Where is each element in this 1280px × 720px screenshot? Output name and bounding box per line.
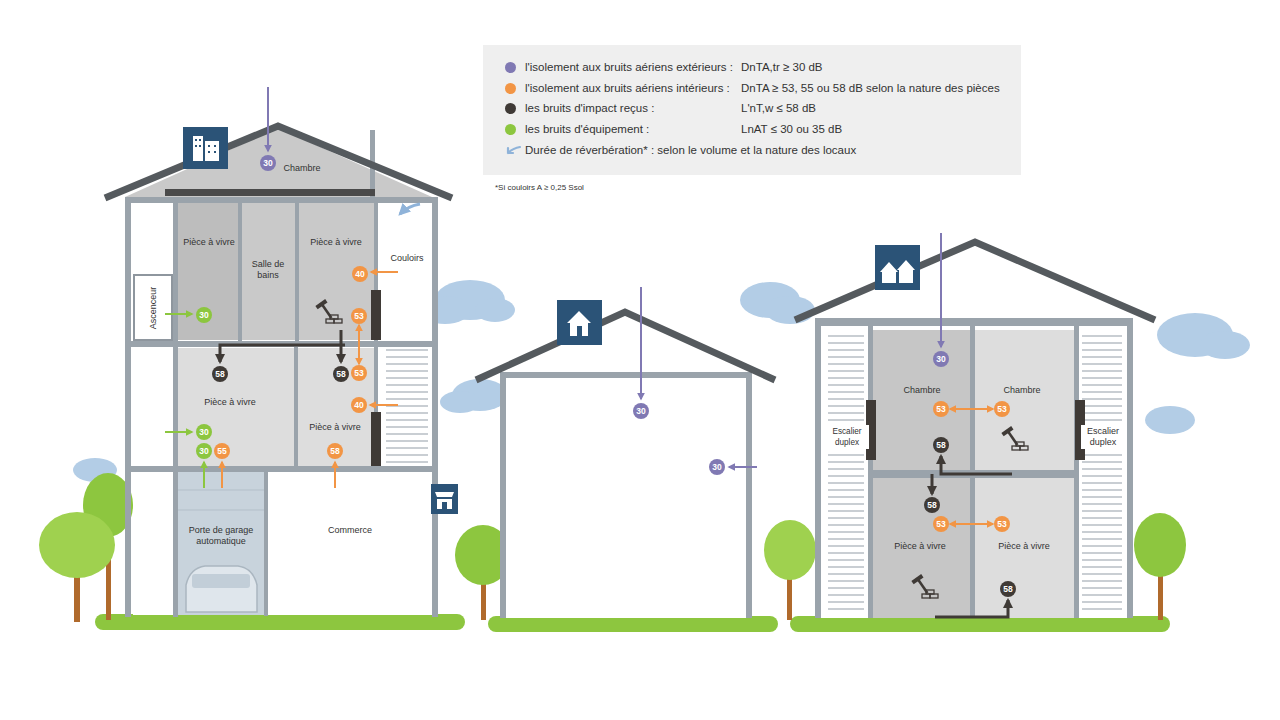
legend-formula: L'nT,w ≤ 58 dB (741, 101, 1000, 116)
room-label: Porte de garage automatique (181, 525, 261, 547)
room-label: Chambre (283, 163, 320, 174)
callout-value: 58 (936, 440, 945, 450)
callout-number: 58 (924, 497, 940, 513)
callout-value: 30 (712, 462, 721, 472)
legend-swatch (505, 83, 516, 94)
room-box: Couloirs (378, 203, 434, 340)
callout-number: 30 (709, 459, 725, 475)
room-label: Commerce (328, 525, 372, 536)
callout-number: 30 (633, 403, 649, 419)
room-box: Chambre 53 (975, 330, 1074, 470)
callout-value: 53 (354, 368, 363, 378)
room-label: Pièce à vivre (998, 541, 1050, 552)
room-label: Pièce à vivre (894, 541, 946, 552)
room-box: Chambre 30 (200, 150, 370, 190)
legend-box: l'isolement aux bruits aériens extérieur… (483, 45, 1021, 175)
room-box: Commerce (268, 472, 433, 615)
room-label: Pièce à vivre (204, 397, 256, 408)
callout-value: 55 (217, 446, 226, 456)
callout-number: 30 (196, 307, 212, 323)
elevator-box: Ascenceur (134, 275, 172, 340)
room-box: Pièce à vivre 40 53 (299, 203, 374, 340)
callout-number: 30 (196, 443, 212, 459)
callout-number: 58 (933, 437, 949, 453)
room-label: Escalier duplex (825, 425, 869, 449)
legend-swatch (505, 124, 516, 135)
callout-number: 58 (1000, 581, 1016, 597)
legend-text: l'isolement aux bruits aériens intérieur… (525, 81, 733, 96)
room-box: Pièce à vivre 5853 (873, 478, 970, 618)
callout-value: 30 (263, 158, 272, 168)
callout-value: 58 (1003, 584, 1012, 594)
room-label: Chambre (1003, 385, 1040, 396)
callout-value: 53 (997, 404, 1006, 414)
callout-value: 53 (354, 311, 363, 321)
callout-number: 30 (933, 351, 949, 367)
callout-number: 53 (994, 401, 1010, 417)
double-arrow (950, 523, 993, 525)
callout-value: 58 (215, 369, 224, 379)
callout-value: 58 (336, 369, 345, 379)
callout-number: 58 (212, 366, 228, 382)
room-label: Chambre (903, 385, 940, 396)
double-arrow (950, 408, 993, 410)
callout-number: 53 (351, 365, 367, 381)
legend-formula: LnAT ≤ 30 ou 35 dB (741, 122, 1000, 137)
room-box: Pièce à vivre 53 58 (975, 478, 1074, 618)
callout-number: 40 (351, 397, 367, 413)
callout-number: 53 (351, 308, 367, 324)
legend-formula: DnTA ≥ 53, 55 ou 58 dB selon la nature d… (741, 81, 1000, 96)
room-label: Pièce à vivre (309, 422, 361, 433)
callout-number: 53 (933, 516, 949, 532)
callout-number: 40 (352, 266, 368, 282)
room-label: Pièce à vivre (310, 237, 362, 248)
room-box: Porte de garage automatique (178, 472, 264, 615)
callout-number: 53 (994, 516, 1010, 532)
room-box: Pièce à vivre 58 53 40 58 (298, 348, 374, 466)
callout-number: 30 (260, 155, 276, 171)
room-label: Salle de bains (248, 259, 288, 281)
callout-number: 55 (214, 443, 230, 459)
callout-value: 53 (997, 519, 1006, 529)
callout-value: 58 (330, 446, 339, 456)
callout-value: 40 (354, 400, 363, 410)
callout-value: 30 (199, 446, 208, 456)
building-apartment (105, 126, 458, 617)
callout-value: 53 (936, 404, 945, 414)
legend-formula: DnTA,tr ≥ 30 dB (741, 60, 1000, 75)
building-house (476, 300, 775, 618)
callout-value: 40 (355, 269, 364, 279)
callout-number: 30 (196, 424, 212, 440)
double-arrow (358, 325, 360, 364)
room-label: Couloirs (388, 252, 425, 265)
legend-swatch (505, 62, 516, 73)
room-box: Pièce à vivre 58 30 30 55 (178, 348, 294, 466)
footnote: *Si couloirs A ≥ 0,25 Ssol (495, 183, 584, 192)
room-label: Escalier duplex (1081, 425, 1125, 449)
callout-number: 58 (333, 366, 349, 382)
legend-swatch (505, 103, 516, 114)
legend-arrow (505, 144, 521, 156)
callout-number: 53 (933, 401, 949, 417)
room-box: Salle de bains (241, 203, 296, 340)
room-label: Pièce à vivre (183, 237, 235, 248)
room-label: Ascenceur (148, 287, 159, 330)
callout-value: 30 (199, 427, 208, 437)
callout-value: 58 (927, 500, 936, 510)
room-box: Escalier duplex (826, 330, 868, 618)
room-box: Chambre 30 53 58 (873, 330, 970, 470)
legend-text: les bruits d'impact reçus : (525, 101, 733, 116)
legend-text: l'isolement aux bruits aériens extérieur… (525, 60, 733, 75)
room-box: Pièce à vivre 30 (178, 203, 240, 340)
callout-value: 30 (199, 310, 208, 320)
room-box: Escalier duplex (1080, 330, 1126, 618)
callout-value: 53 (936, 519, 945, 529)
building-duplex (795, 242, 1155, 618)
legend-text: Durée de réverbération* : selon le volum… (525, 143, 1000, 158)
legend-text: les bruits d'équipement : (525, 122, 733, 137)
callout-value: 30 (936, 354, 945, 364)
callout-value: 30 (636, 406, 645, 416)
callout-number: 58 (327, 443, 343, 459)
